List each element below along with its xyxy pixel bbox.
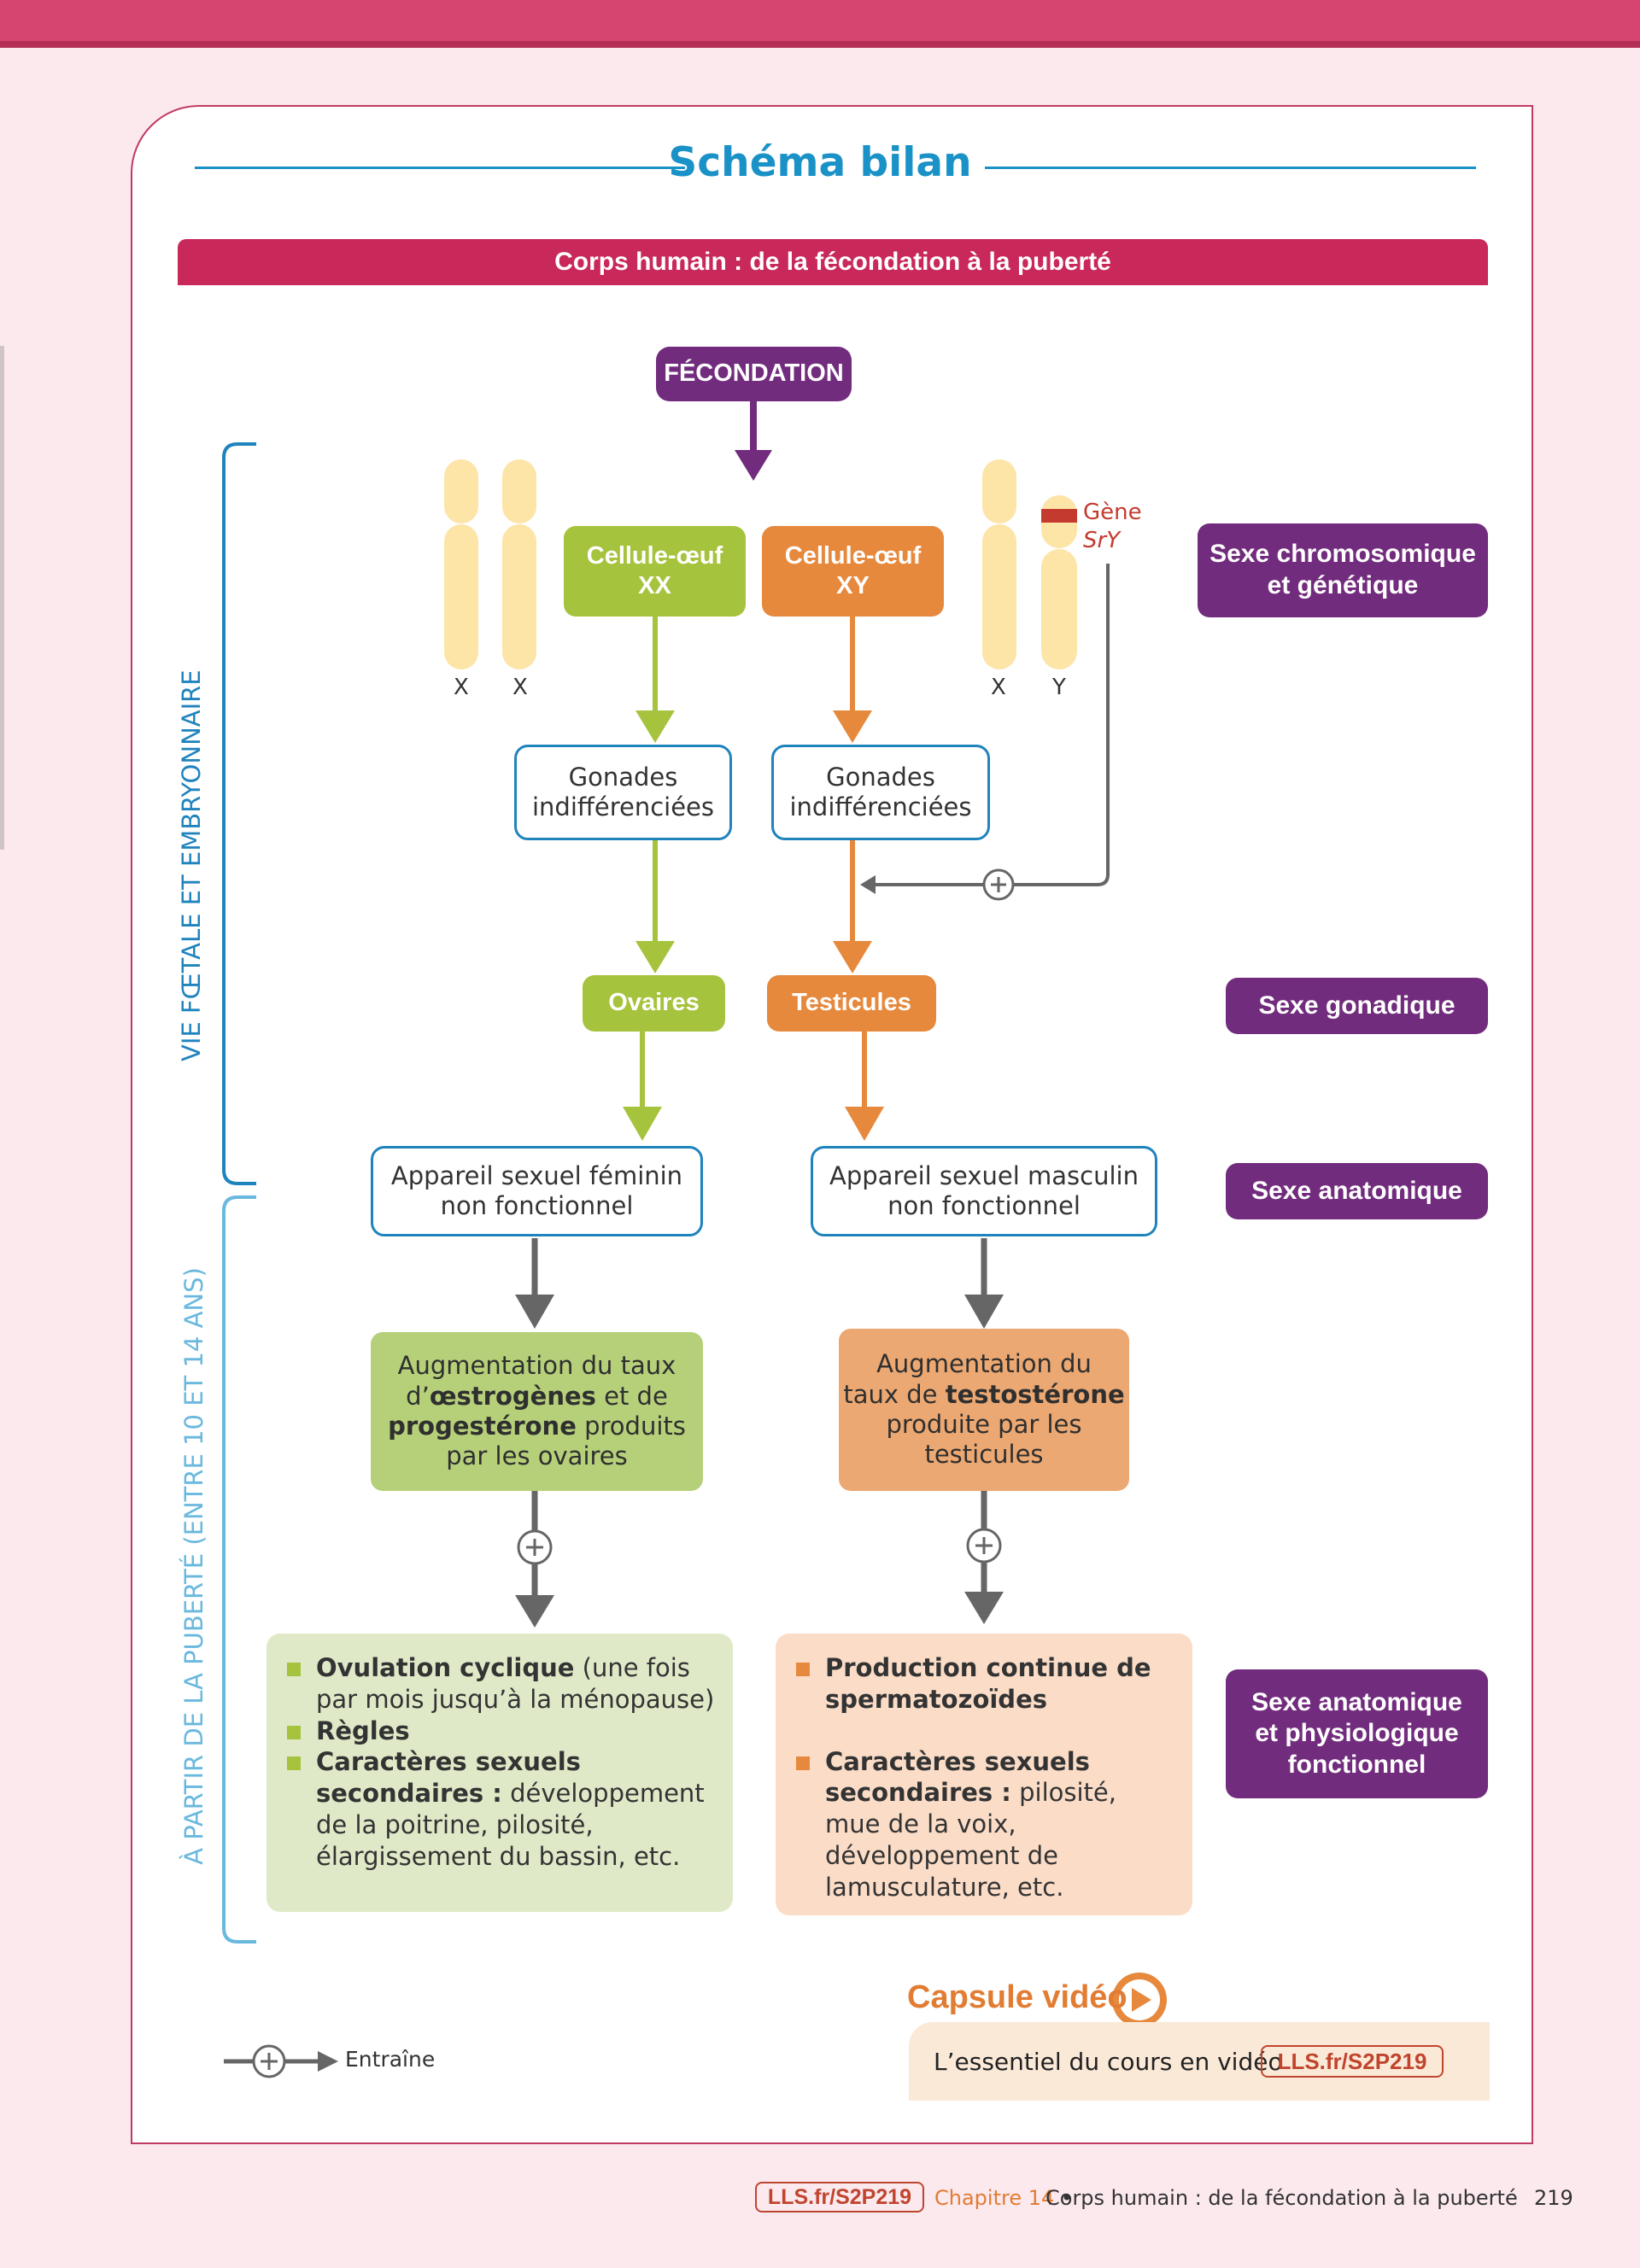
ovaries-box: Ovaires: [583, 975, 725, 1032]
gene-label: Gène SrY: [1083, 500, 1142, 553]
footer-link[interactable]: LLS.fr/S2P219: [755, 2182, 924, 2212]
side-label-puberty: À PARTIR DE LA PUBERTÉ (ENTRE 10 ET 14 A…: [179, 1267, 208, 1865]
chromosome-x-left-2: [502, 459, 536, 669]
chromosome-label-y: Y: [1052, 675, 1066, 700]
chromosome-x-left-1: [444, 459, 478, 669]
orange-arrow-1: [833, 617, 872, 743]
sex-anatomic-label: Sexe anatomique: [1226, 1163, 1488, 1219]
capsule-box: [909, 2022, 1490, 2101]
title-rule-left: [195, 167, 685, 169]
green-arrow-2: [636, 840, 675, 973]
list-item: Caractères sexuels secondaires : dévelop…: [266, 1746, 719, 1872]
fecondation-arrow: [735, 401, 772, 481]
page-header-bar: [0, 0, 1640, 41]
grey-arrow-right-2: [964, 1491, 1004, 1624]
puberty-bracket: [222, 1195, 256, 1944]
sry-arrow: [860, 564, 1110, 901]
capsule-title: Capsule vidéo: [907, 1979, 1128, 2015]
list-item: Ovulation cyclique (une fois par mois ju…: [266, 1652, 719, 1716]
footer-title: Corps humain : de la fécondation à la pu…: [1046, 2186, 1518, 2210]
capsule-link[interactable]: LLS.fr/S2P219: [1261, 2045, 1444, 2078]
fetal-bracket: [222, 442, 256, 1185]
hormones-female-box: Augmentation du taux d’œstrogènes et de …: [371, 1332, 703, 1491]
page-title: Schéma bilan: [668, 139, 972, 186]
footer-chapter: Chapitre 14 •: [934, 2186, 1074, 2210]
testicles-box: Testicules: [767, 975, 936, 1032]
page-number: 219: [1534, 2186, 1573, 2210]
hormones-male-box: Augmentation du taux de testostérone pro…: [839, 1329, 1129, 1491]
sry-gene-band: [1041, 509, 1077, 523]
effects-female-box: [266, 1634, 733, 1912]
title-rule-right: [985, 167, 1476, 169]
legend-label: Entraîne: [345, 2047, 436, 2072]
grey-arrow-left-1: [515, 1238, 554, 1329]
list-item: Production continue de spermatozoïdes: [776, 1652, 1168, 1716]
green-arrow-3: [623, 1032, 662, 1141]
orange-arrow-2: [833, 840, 872, 973]
orange-arrow-3: [845, 1032, 884, 1141]
chromosome-label-x3: X: [991, 675, 1006, 700]
effects-female-list: Ovulation cyclique (une fois par mois ju…: [266, 1652, 719, 1873]
grey-arrow-left-2: [515, 1491, 554, 1628]
effects-male-box: [776, 1634, 1192, 1915]
capsule-text: L’essentiel du cours en vidéo: [934, 2048, 1283, 2076]
side-label-fetal: VIE FŒTALE ET EMBRYONNAIRE: [177, 669, 206, 1061]
topic-banner: Corps humain : de la fécondation à la pu…: [178, 239, 1488, 285]
side-tab: [0, 346, 4, 850]
grey-arrow-right-1: [964, 1238, 1004, 1329]
legend-symbol: [224, 2044, 338, 2078]
chromosome-label-x1: X: [454, 675, 469, 700]
list-item: Règles: [266, 1716, 719, 1747]
sex-gonadic-label: Sexe gonadique: [1226, 978, 1488, 1034]
effects-male-list: Production continue de spermatozoïdes Ca…: [776, 1652, 1168, 1903]
fecondation-box: FÉCONDATION: [656, 347, 852, 401]
play-icon: [1112, 1973, 1167, 2027]
chromosome-x-right: [982, 459, 1016, 669]
chromosome-label-x2: X: [512, 675, 528, 700]
page-header-rule: [0, 41, 1640, 48]
green-arrow-1: [636, 617, 675, 743]
list-item: Caractères sexuels secondaires : pilosit…: [776, 1746, 1168, 1903]
